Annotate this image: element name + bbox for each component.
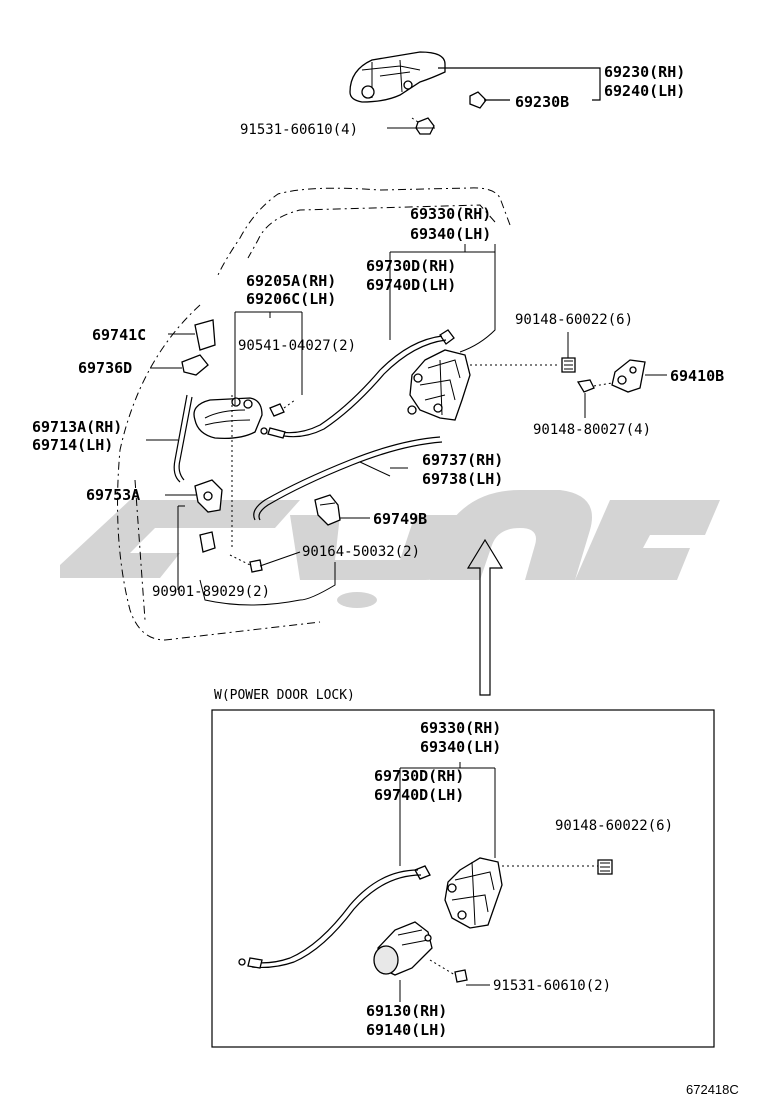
- leader-lines: [146, 67, 667, 606]
- main-labels: 69230(RH) 69240(LH) 69230B 91531-60610(4…: [32, 63, 724, 600]
- label-clip-c: 69741C: [92, 326, 146, 344]
- label-lock-lh: 69340(LH): [410, 225, 491, 243]
- label-clip-bottom: 90901-89029(2): [152, 584, 270, 600]
- label-clip-b: 69749B: [373, 510, 427, 528]
- label-screw-top: 91531-60610(4): [240, 122, 358, 138]
- watermark-logo: [60, 490, 720, 608]
- door-lock-part: [407, 349, 576, 421]
- inset-frame: [211, 709, 715, 1048]
- label-rod2-lh: 69738(LH): [422, 470, 503, 488]
- label-screw-bottom: 90164-50032(2): [302, 544, 420, 560]
- label-rod-lh: 69740D(LH): [366, 276, 456, 294]
- diagram-ref-number: 672418C: [686, 1082, 739, 1097]
- inset-caption: W(POWER DOOR LOCK): [214, 688, 355, 703]
- outside-handle-part: [349, 51, 487, 135]
- label-rod2-rh: 69737(RH): [422, 451, 503, 469]
- door-outline: [117, 187, 511, 641]
- label-striker: 69410B: [670, 367, 724, 385]
- label-handle-pad: 69230B: [515, 93, 569, 111]
- power-lock-inset: W(POWER DOOR LOCK) 69330(RH) 69340(LH) 6…: [211, 688, 715, 1048]
- label-button: 69753A: [86, 486, 140, 504]
- clip-69749b-part: [314, 494, 341, 526]
- inset-label-screw-motor: 91531-60610(2): [493, 978, 611, 994]
- inside-handle-part: [193, 397, 296, 440]
- inset-label-lock-lh: 69340(LH): [420, 738, 501, 756]
- label-inner-lh: 69206C(LH): [246, 290, 336, 308]
- label-rod-rh: 69730D(RH): [366, 257, 456, 275]
- label-bolt-inner: 90541-04027(2): [238, 338, 356, 354]
- label-clip-d: 69736D: [78, 359, 132, 377]
- label-lock-rh: 69330(RH): [410, 205, 491, 223]
- lock-rod-part: [260, 329, 455, 439]
- striker-part: [576, 359, 646, 393]
- label-handle-lh: 69240(LH): [604, 82, 685, 100]
- inset-label-motor-lh: 69140(LH): [366, 1021, 447, 1039]
- inset-label-rod-rh: 69730D(RH): [374, 767, 464, 785]
- label-handle-rh: 69230(RH): [604, 63, 685, 81]
- label-screw-striker: 90148-80027(4): [533, 422, 651, 438]
- clip-parts: [181, 319, 216, 376]
- label-screw-lock: 90148-60022(6): [515, 312, 633, 328]
- inset-label-lock-rh: 69330(RH): [420, 719, 501, 737]
- inset-label-rod-lh: 69740D(LH): [374, 786, 464, 804]
- label-link-lh: 69714(LH): [32, 436, 113, 454]
- lock-button-part: [194, 479, 223, 513]
- bottom-hardware-part: [199, 395, 263, 573]
- label-link-rh: 69713A(RH): [32, 418, 122, 436]
- inset-label-screw-lock: 90148-60022(6): [555, 818, 673, 834]
- rod-69737-part: [253, 436, 443, 521]
- arrow-up: [466, 538, 504, 696]
- label-inner-rh: 69205A(RH): [246, 272, 336, 290]
- link-rod-part: [173, 394, 193, 483]
- inset-label-motor-rh: 69130(RH): [366, 1002, 447, 1020]
